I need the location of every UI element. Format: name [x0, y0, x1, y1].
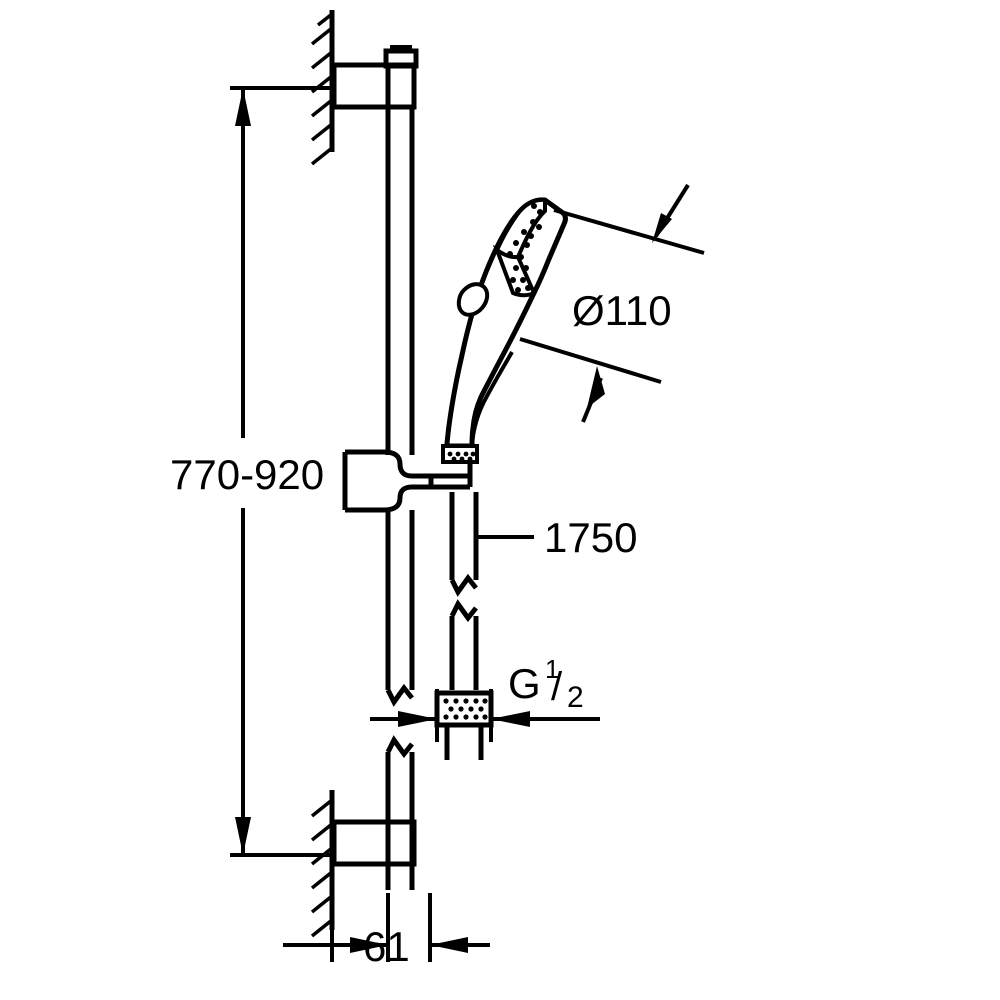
diameter-arrow-lower	[587, 366, 605, 408]
dimension-rail-height: 770-920	[170, 86, 334, 857]
dimension-wall-projection: 61	[283, 893, 490, 970]
dimension-label-hose-length: 1750	[544, 514, 637, 561]
dimension-label-thread-numerator: 1	[545, 654, 559, 684]
dimension-label-head-diameter: Ø110	[572, 287, 672, 334]
shower-rail-upper	[385, 107, 415, 455]
shower-rail-break	[385, 683, 414, 759]
thread-arrow-left	[398, 711, 437, 727]
thread-arrow-right	[491, 711, 530, 727]
dimension-hose-length: 1750	[476, 514, 637, 561]
dimension-label-thread-prefix: G	[508, 660, 541, 707]
dimension-hose-thread: G 1 / 2	[370, 654, 600, 742]
dimension-label-thread-slash: /	[551, 665, 563, 709]
wall-hatching-lower	[310, 790, 335, 938]
hand-shower	[441, 197, 568, 464]
projection-arrow-right	[430, 937, 468, 953]
projection-arrow-left	[350, 937, 388, 953]
dimension-label-thread-denominator: 2	[567, 681, 584, 714]
shower-hose-lower	[449, 599, 479, 690]
dimension-arrow-up	[235, 88, 251, 126]
dimension-arrow-down	[235, 817, 251, 855]
dimension-label-wall-projection: 61	[363, 923, 410, 970]
diameter-arrow-upper	[652, 213, 672, 243]
dimension-shower-head-diameter: Ø110	[519, 183, 705, 423]
sliding-shower-holder	[342, 446, 473, 690]
dimension-label-rail-height: 770-920	[170, 451, 324, 498]
